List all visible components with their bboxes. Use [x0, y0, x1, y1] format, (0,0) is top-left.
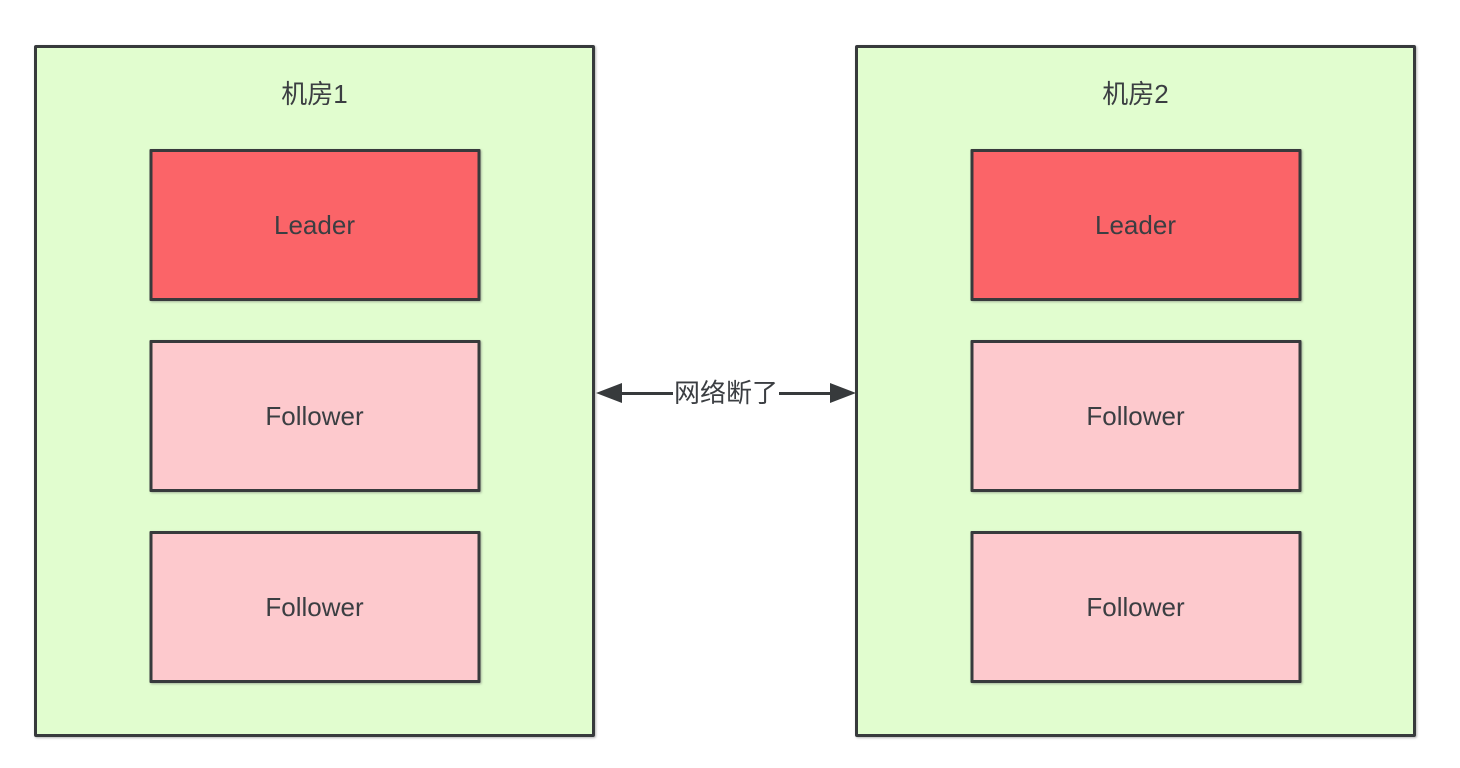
room-2-follower-node-1: Follower	[970, 340, 1301, 492]
link-line-right	[779, 391, 831, 395]
network-broken-label: 网络断了	[674, 378, 779, 408]
room-1-leader-node: Leader	[149, 149, 480, 301]
room-2-follower-1-label: Follower	[1086, 400, 1185, 431]
room-2-follower-2-label: Follower	[1086, 591, 1185, 622]
arrowhead-right-icon	[830, 383, 857, 403]
network-link: 网络断了	[596, 376, 857, 410]
link-line-left	[622, 391, 673, 395]
room-2-leader-label: Leader	[1095, 209, 1176, 240]
room-2-container: 机房2 Leader Follower Follower	[855, 45, 1416, 737]
room-2-title: 机房2	[1102, 79, 1169, 109]
room-1-follower-node-1: Follower	[149, 340, 480, 492]
room-1-leader-label: Leader	[274, 209, 355, 240]
room-1-title: 机房1	[281, 79, 348, 109]
room-2-follower-node-2: Follower	[970, 531, 1301, 683]
room-2-leader-node: Leader	[970, 149, 1301, 301]
room-1-follower-2-label: Follower	[265, 591, 364, 622]
room-1-follower-node-2: Follower	[149, 531, 480, 683]
arrowhead-left-icon	[596, 383, 622, 403]
room-1-follower-1-label: Follower	[265, 400, 364, 431]
room-1-container: 机房1 Leader Follower Follower	[34, 45, 595, 737]
